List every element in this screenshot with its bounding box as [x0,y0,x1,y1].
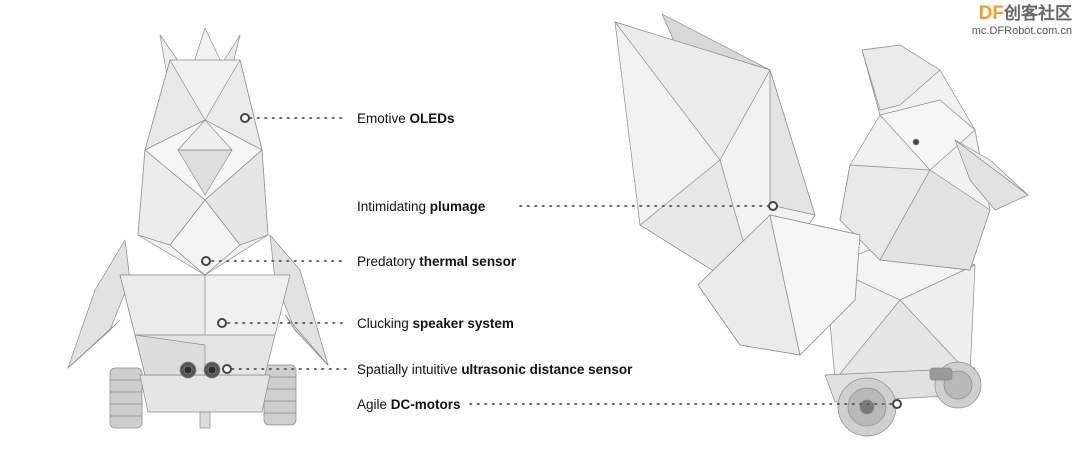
callout-ultrasonic-sensor: Spatially intuitive ultrasonic distance … [357,362,632,378]
callout-thermal-sensor: Predatory thermal sensor [357,254,516,270]
callout-plumage: Intimidating plumage [357,199,485,215]
marker-thermal [201,256,211,266]
callout-speaker-system: Clucking speaker system [357,316,514,332]
callout-motors-normal: Agile [357,397,391,412]
dfrobot-watermark: DF创客社区 mc.DFRobot.com.cn [972,4,1072,37]
front-view-robot [67,27,329,429]
callout-dc-motors: Agile DC-motors [357,397,461,413]
callout-plumage-bold: plumage [429,199,486,214]
callout-oleds: Emotive OLEDs [357,111,455,127]
callout-plumage-normal: Intimidating [357,199,430,214]
marker-motors [892,399,902,409]
side-view-robot [614,13,1029,437]
watermark-site: mc.DFRobot.com.cn [971,25,1072,37]
marker-plumage [768,201,778,211]
callout-speaker-bold: speaker system [412,316,514,331]
callout-thermal-bold: thermal sensor [419,254,517,269]
callout-oleds-bold: OLEDs [409,111,455,126]
callout-oleds-normal: Emotive [357,111,410,126]
callout-ultrasonic-normal: Spatially intuitive [357,362,462,377]
callout-speaker-normal: Clucking [357,316,413,331]
callout-ultrasonic-bold: ultrasonic distance sensor [461,362,633,377]
marker-speaker [217,318,227,328]
ultrasonic-sensor [179,361,221,379]
marker-oleds [240,113,250,123]
marker-ultrasonic [222,364,232,374]
watermark-logo-prefix: DF [978,3,1004,24]
callout-motors-bold: DC-motors [390,397,461,412]
watermark-logo-text: 创客社区 [1004,4,1072,24]
callout-thermal-normal: Predatory [357,254,420,269]
